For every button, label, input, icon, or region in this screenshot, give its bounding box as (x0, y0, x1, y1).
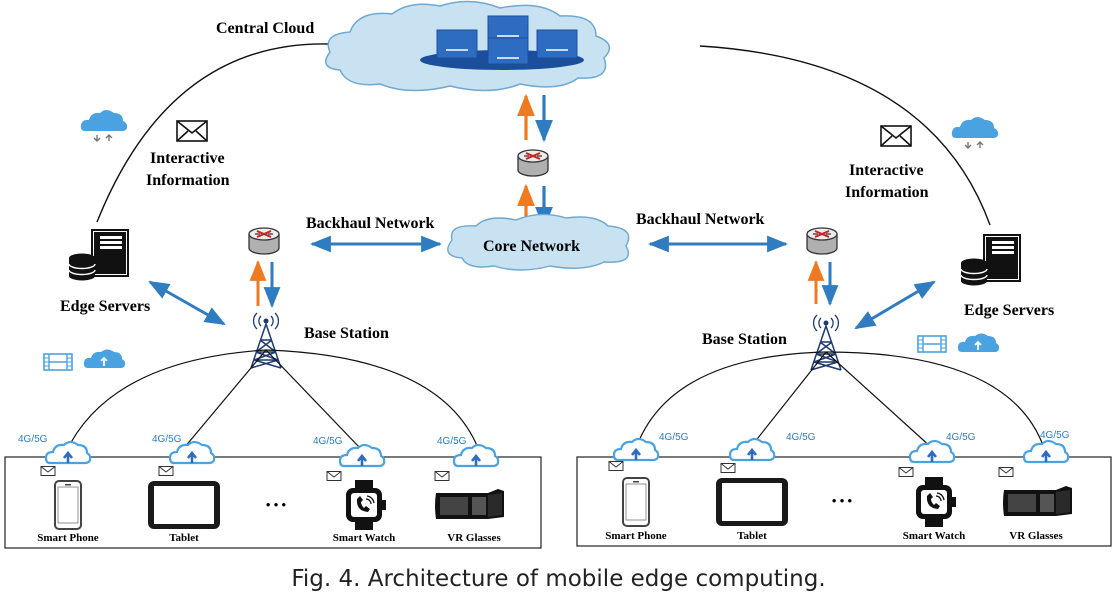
cloud-sync-icon (951, 116, 999, 149)
interactive-information-line2-right: Information (845, 184, 929, 201)
network-cloud-icon (612, 437, 660, 462)
envelope-icon (176, 120, 208, 142)
cloud-upload-icon (82, 348, 127, 369)
envelope-icon (326, 471, 342, 481)
envelope-icon (720, 463, 736, 473)
router-icon (517, 149, 549, 177)
core-network-label: Core Network (483, 238, 580, 255)
central-cloud-label: Central Cloud (216, 20, 314, 37)
net-tag: 4G/5G (1040, 430, 1070, 441)
network-cloud-icon (1022, 439, 1070, 464)
tablet-icon (716, 478, 788, 526)
net-tag: 4G/5G (786, 432, 816, 443)
vr-headset-icon (435, 489, 504, 519)
envelope-icon (880, 125, 912, 147)
film-icon (43, 353, 73, 371)
edge-servers-label-left: Edge Servers (60, 298, 150, 315)
envelope-icon (608, 461, 624, 471)
network-cloud-icon (908, 439, 956, 464)
figure-caption: Fig. 4. Architecture of mobile edge comp… (291, 566, 826, 592)
device-label: Smart Phone (605, 530, 667, 542)
envelope-icon (40, 466, 56, 476)
envelope-icon (434, 471, 450, 481)
interactive-information-line1-right: Interactive (849, 162, 924, 179)
device-label: Smart Watch (903, 530, 965, 542)
router-icon (248, 227, 280, 255)
edge-server-icon-left (68, 229, 129, 282)
cloud-upload-icon (956, 332, 1001, 353)
envelope-icon (158, 466, 174, 476)
server-rack-icon (436, 15, 578, 65)
router-icon (806, 227, 838, 255)
cell-tower-icon (250, 312, 282, 369)
network-cloud-icon (168, 440, 216, 465)
net-tag: 4G/5G (946, 432, 976, 443)
device-label: VR Glasses (1009, 530, 1063, 542)
central-cloud (325, 0, 611, 92)
backhaul-network-label-right: Backhaul Network (636, 211, 765, 228)
tablet-icon (148, 481, 220, 529)
device-label: Tablet (169, 532, 199, 544)
smartphone-icon (54, 480, 82, 530)
smartphone-icon (622, 477, 650, 527)
network-cloud-icon (728, 437, 776, 462)
net-tag: 4G/5G (313, 436, 343, 447)
device-label: Smart Watch (333, 532, 395, 544)
edge-server-icon-right (960, 234, 1021, 287)
film-icon (917, 335, 947, 353)
device-label: Tablet (737, 530, 767, 542)
envelope-icon (998, 467, 1014, 477)
net-tag: 4G/5G (18, 434, 48, 445)
network-cloud-icon (338, 443, 386, 468)
device-label: Smart Phone (37, 532, 99, 544)
base-station-label-right: Base Station (702, 331, 787, 348)
envelope-icon (898, 467, 914, 477)
net-tag: 4G/5G (659, 432, 689, 443)
edge-servers-label-right: Edge Servers (964, 302, 1054, 319)
vr-headset-icon (1003, 486, 1072, 516)
interactive-information-line2-left: Information (146, 172, 230, 189)
ellipsis: • • • (266, 497, 287, 512)
net-tag: 4G/5G (152, 434, 182, 445)
base-station-label-left: Base Station (304, 325, 389, 342)
backhaul-network-label-left: Backhaul Network (306, 215, 435, 232)
core-network-cloud (447, 213, 630, 271)
net-tag: 4G/5G (437, 436, 467, 447)
interactive-information-line1-left: Interactive (150, 150, 225, 167)
ellipsis: • • • (832, 493, 853, 508)
network-cloud-icon (452, 443, 500, 468)
cloud-sync-icon (80, 109, 128, 142)
device-label: VR Glasses (447, 532, 501, 544)
network-cloud-icon (44, 440, 92, 465)
